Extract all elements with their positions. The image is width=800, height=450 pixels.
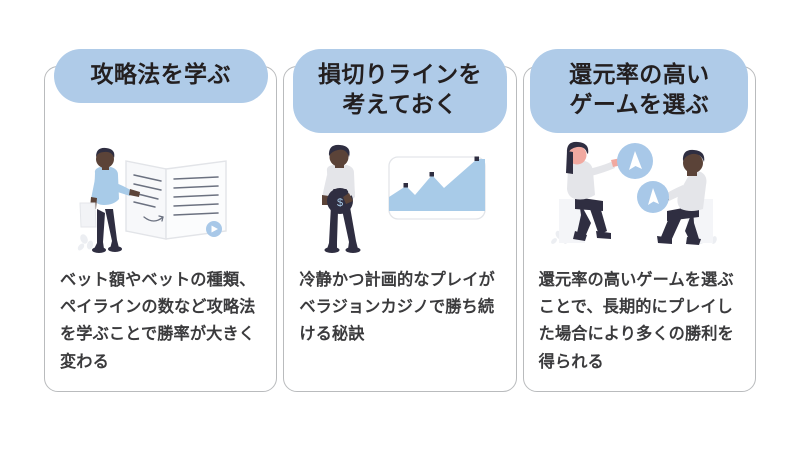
- card-learn-strategy[interactable]: 攻略法を学ぶ: [44, 49, 278, 392]
- card-2-body-text: 冷静かつ計画的なプレイがベラジョンカジノで勝ち続ける秘訣: [299, 271, 495, 344]
- card-2-heading-pill: 損切りラインを 考えておく: [292, 49, 507, 133]
- cursor-badge-right: [637, 181, 670, 213]
- card-2-heading-text: 損切りラインを 考えておく: [318, 61, 482, 117]
- person-figure: $: [321, 144, 361, 253]
- person-left-figure: [559, 141, 623, 243]
- card-1-body-text: ベット額やベットの種類、ペイラインの数など攻略法を学ぶことで勝率が大きく変わる: [60, 271, 256, 371]
- card-3-heading-text: 還元率の高い ゲームを選ぶ: [569, 61, 710, 117]
- card-3-heading-pill: 還元率の高い ゲームを選ぶ: [530, 49, 749, 133]
- card-3-body-text: 還元率の高いゲームを選ぶことで、長期的にプレイした場合により多くの勝利を得られる: [538, 271, 734, 371]
- svg-text:$: $: [337, 197, 343, 209]
- card-row: 攻略法を学ぶ: [44, 49, 756, 392]
- person-right-figure: [657, 149, 714, 245]
- card-3-illustration: [524, 139, 755, 261]
- card-2-illustration: $: [284, 139, 515, 261]
- card-high-rtp-games[interactable]: 還元率の高い ゲームを選ぶ: [522, 49, 756, 392]
- card-1-heading-text: 攻略法を学ぶ: [90, 61, 231, 87]
- person-reading-open-book-icon: [77, 147, 227, 253]
- card-1-illustration: [45, 139, 276, 261]
- person-with-money-bag-and-growth-chart-icon: $: [321, 144, 486, 253]
- card-stop-loss-line[interactable]: 損切りラインを 考えておく: [283, 49, 517, 392]
- person-figure: [79, 147, 140, 253]
- cursor-badge-left: [617, 143, 654, 179]
- two-people-seated-with-cursor-badges-icon: [551, 141, 718, 245]
- card-1-heading-pill: 攻略法を学ぶ: [53, 49, 268, 103]
